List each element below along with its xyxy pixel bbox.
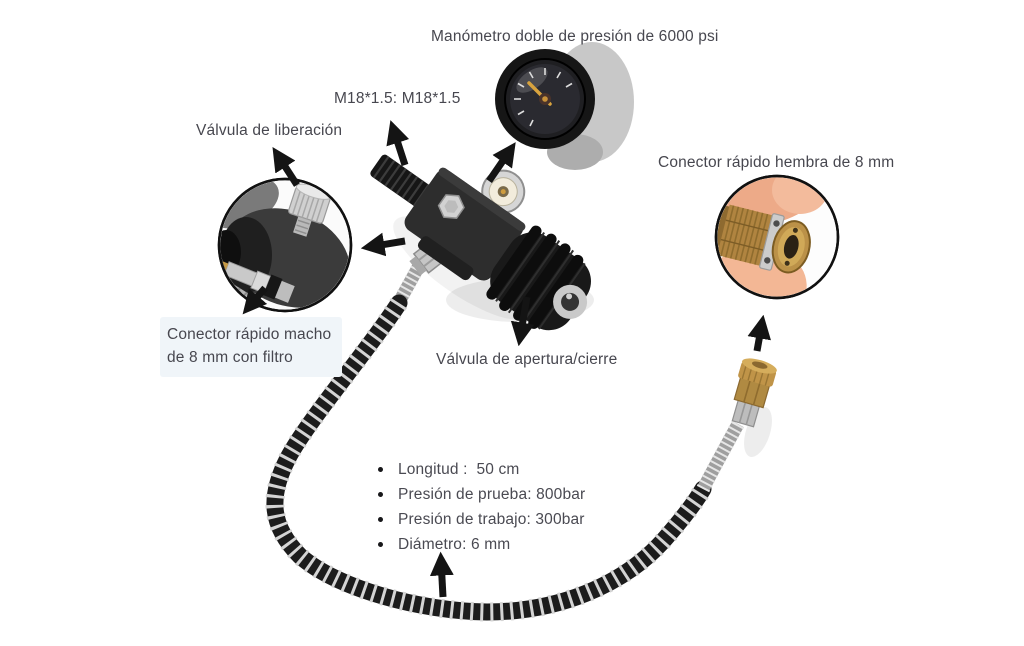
gauge-tick-marks: [514, 68, 573, 127]
spec-item-working-pressure: Presión de trabajo: 300bar: [378, 507, 585, 532]
label-release-valve: Válvula de liberación: [196, 122, 343, 139]
female-connector-body: [717, 204, 811, 274]
spec-item-length: Longitud : 50 cm: [378, 457, 585, 482]
label-open-close-valve: Válvula de apertura/cierre: [436, 351, 618, 368]
arrow-left-callout-icon: [360, 232, 406, 257]
arrow-specs-icon: [429, 551, 454, 598]
coiled-hose: [265, 260, 745, 622]
open-close-knob: [486, 225, 591, 331]
label-female-connector: Conector rápido hembra de 8 mm: [658, 154, 895, 171]
spec-item-test-pressure: Presión de prueba: 800bar: [378, 482, 585, 507]
arrow-release-valve-icon: [272, 147, 300, 187]
arrow-gauge-icon: [486, 142, 516, 183]
bullet-icon: [378, 467, 383, 472]
arrow-thread-icon: [386, 120, 410, 167]
female-connector-fitting: [731, 358, 777, 428]
release-valve-bolt: [437, 194, 465, 219]
pressure-gauge-photo: [495, 42, 634, 170]
specs-list: Longitud : 50 cm Presión de prueba: 800b…: [378, 457, 585, 557]
bullet-icon: [378, 492, 383, 497]
label-pressure-gauge: Manómetro doble de presión de 6000 psi: [431, 28, 719, 45]
arrow-open-close-icon: [510, 296, 535, 347]
release-valve-callout: [217, 177, 353, 313]
annotation-arrows: [242, 120, 771, 598]
label-thread-spec: M18*1.5: M18*1.5: [334, 90, 461, 107]
valve-assembly: [370, 154, 591, 331]
bullet-icon: [378, 542, 383, 547]
spec-item-diameter: Diámetro: 6 mm: [378, 532, 585, 557]
arrow-male-connector-icon: [242, 285, 268, 315]
label-male-connector: Conector rápido macho de 8 mm con filtro: [160, 317, 343, 377]
bullet-icon: [378, 517, 383, 522]
arrow-female-connector-icon: [747, 314, 771, 352]
valve-block: [404, 169, 524, 281]
release-valve-knob: [288, 183, 332, 237]
female-connector-callout: [714, 174, 840, 300]
